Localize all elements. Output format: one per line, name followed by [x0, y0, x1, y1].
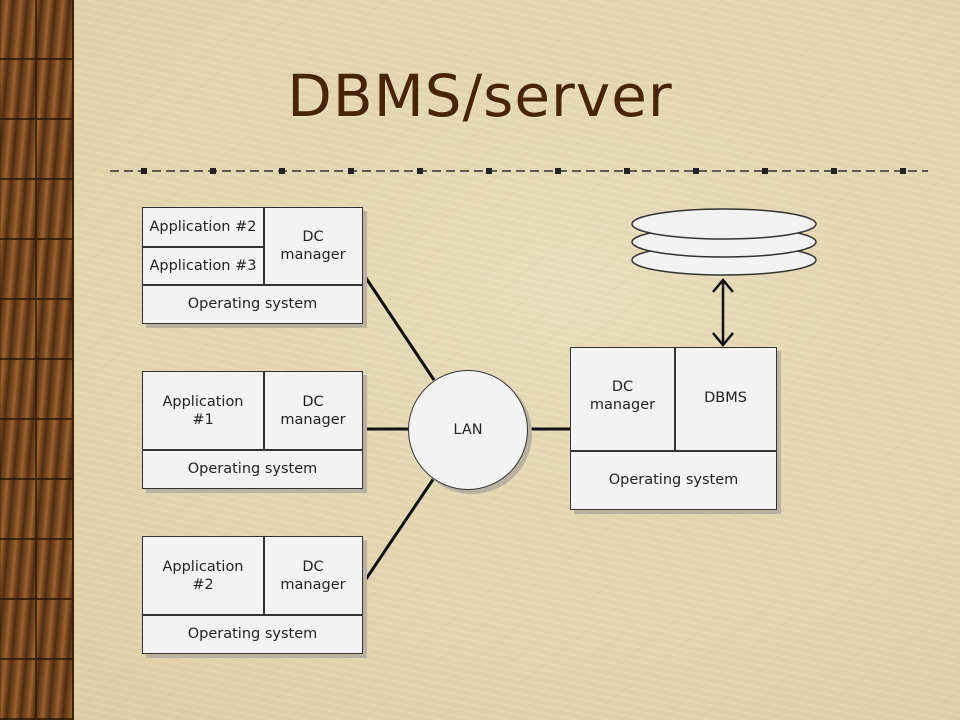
link-bottom-client: [362, 477, 436, 583]
slide-title: DBMS/server: [287, 62, 673, 130]
application-2-cell: Application #2: [143, 537, 263, 614]
operating-system-cell: Operating system: [187, 296, 318, 312]
manager-label: manager: [280, 411, 346, 428]
lan-label: LAN: [453, 422, 483, 438]
manager-label: manager: [280, 576, 346, 593]
operating-system-cell: Operating system: [187, 461, 318, 477]
client-box-middle: Application #1 DC manager Operating syst…: [142, 371, 363, 489]
dc-manager-cell: DC manager: [264, 537, 362, 614]
double-arrow: [712, 278, 734, 347]
server-operating-system-cell: Operating system: [608, 472, 739, 488]
server-box: DC manager DBMS Operating system: [570, 347, 777, 510]
application-2-cell: Application #2: [149, 219, 257, 235]
lan-node: LAN: [408, 370, 528, 490]
client-box-top: Application #2 Application #3 DC manager…: [142, 207, 363, 324]
dc-manager-cell: DC manager: [264, 372, 362, 449]
application-number: #1: [192, 411, 214, 428]
manager-label: manager: [280, 247, 346, 263]
dc-label: DC: [302, 558, 324, 575]
application-3-cell: Application #3: [149, 257, 257, 274]
link-top-client: [362, 274, 436, 381]
operating-system-cell: Operating system: [187, 626, 318, 642]
database-disk-stack-icon: [631, 208, 817, 276]
dc-label: DC: [302, 393, 324, 410]
application-1-cell: Application #1: [143, 372, 263, 449]
dbms-cell: DBMS: [704, 390, 747, 406]
dc-label: DC: [302, 229, 324, 245]
server-dc-manager-cell: DC manager: [571, 378, 674, 414]
client-box-bottom: Application #2 DC manager Operating syst…: [142, 536, 363, 654]
dc-manager-cell: DC manager: [264, 208, 362, 284]
application-label: Application: [162, 393, 244, 410]
dc-label: DC: [611, 379, 634, 395]
application-label: Application: [162, 558, 244, 575]
title-divider: [110, 168, 928, 174]
wood-border-grid: [0, 0, 72, 720]
application-number: #2: [192, 576, 214, 593]
manager-label: manager: [589, 397, 656, 413]
